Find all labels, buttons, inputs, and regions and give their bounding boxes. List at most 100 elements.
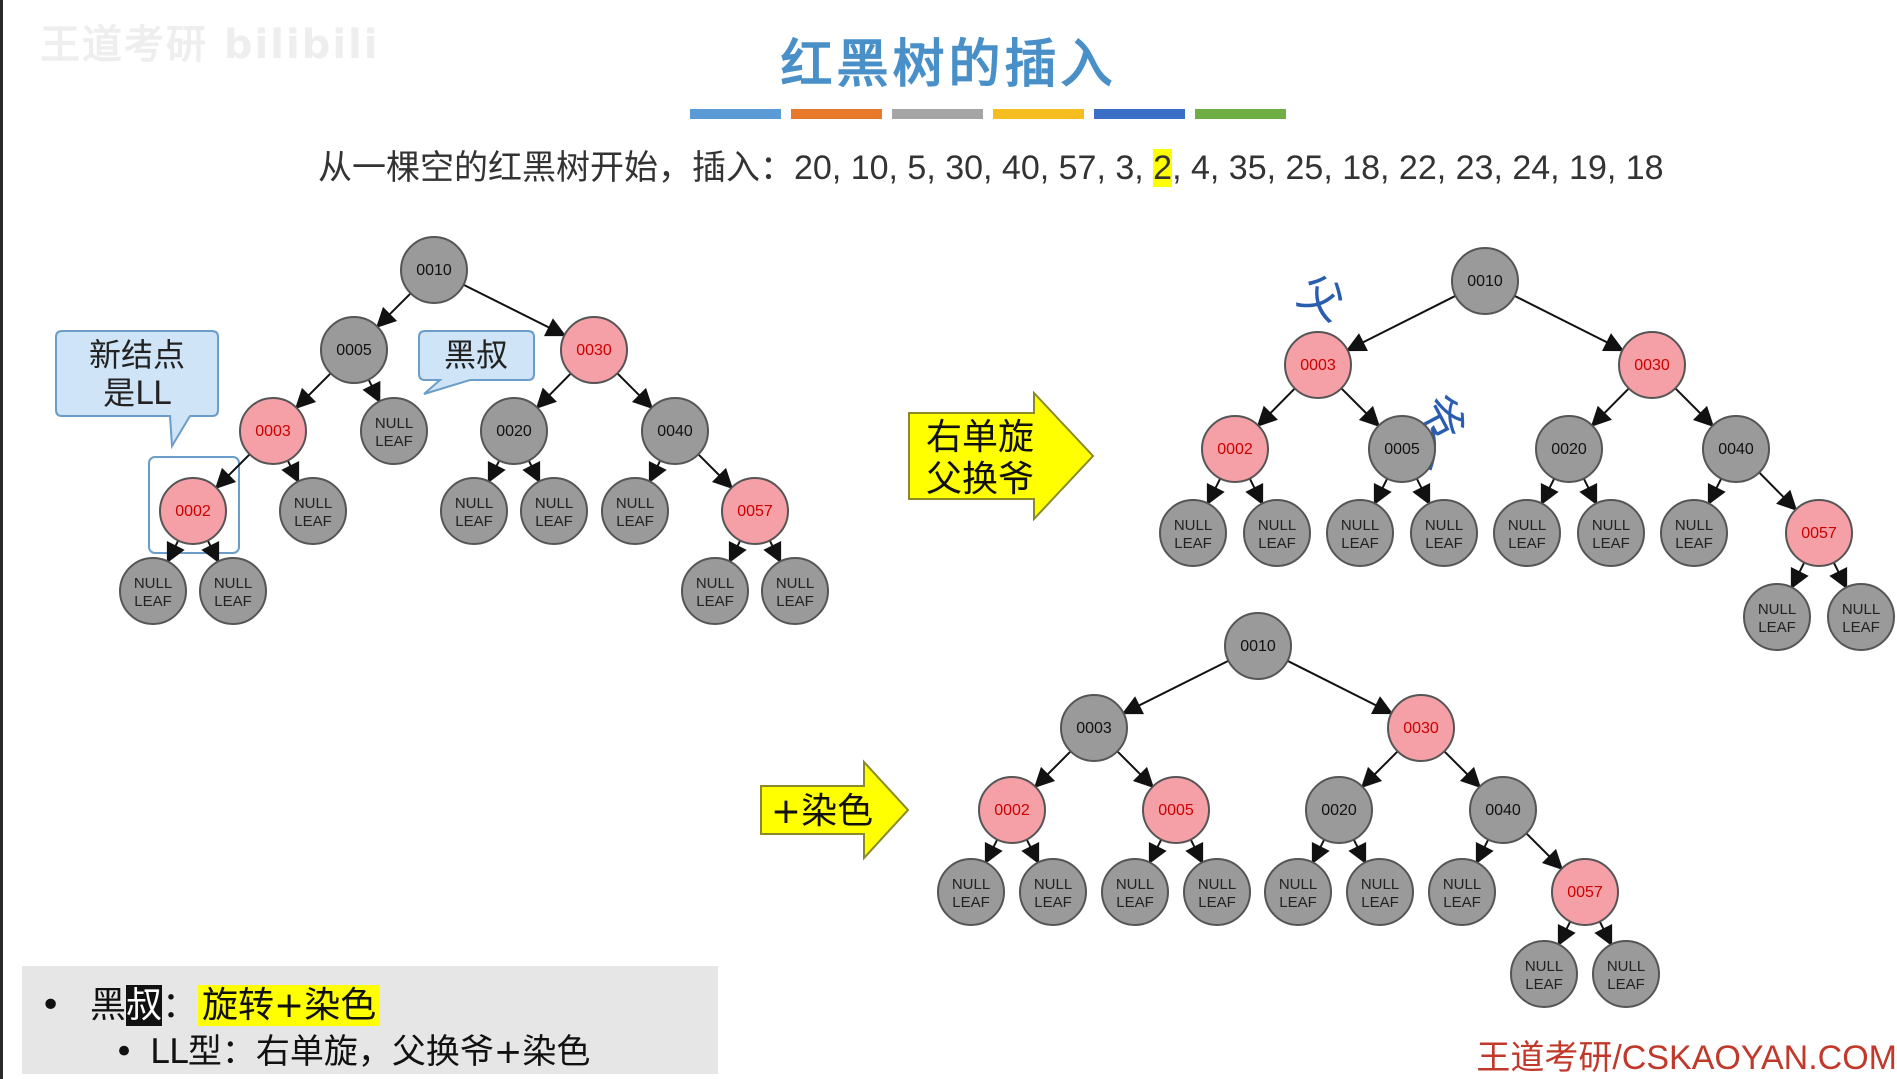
after_rotation-nil-label-bottom-0057-l: LEAF [1758,619,1796,636]
after_recolor-node-0005 [1142,776,1210,844]
after_rotation-edge-0010-l [1345,294,1456,352]
color-bar-2 [791,109,882,119]
footer-brand: 王道考研/CSKAOYAN.COM [1476,1039,1897,1077]
arrow-recolor-text: +染色 [771,791,873,832]
after_recolor-nil-label-bottom-0020-r: LEAF [1361,894,1399,911]
before-nil-label-top-0002-l: NULL [134,575,172,592]
handwritten-parent-annotation: 父 [1290,266,1353,332]
before-nil-leaf-0020-l [440,477,508,545]
before-nil-label-top-0020-r: NULL [535,495,573,512]
arrow-rotate-line1: 右单旋 [926,417,1034,458]
after_recolor-nil-label-bottom-0020-l: LEAF [1279,894,1317,911]
after_recolor-nil-label-top-0020-l: NULL [1279,876,1317,893]
after_recolor-nil-label-top-0040-l: NULL [1443,876,1481,893]
sequence-label: 从一棵空的红黑树开始，插入： [318,148,794,188]
after_recolor-nil-label-top-0005-l: NULL [1116,876,1154,893]
before-edge-0010-r [463,283,567,337]
after_recolor-node-0010 [1224,612,1292,680]
before-nil-label-top-0057-l: NULL [696,575,734,592]
after_rotation-edge-0040-l [1707,478,1726,506]
after_rotation-nil-leaf-0020-l [1493,499,1561,567]
before-nil-label-bottom-0002-l: LEAF [134,593,172,610]
callout-black-uncle: 黑叔 [418,330,535,395]
summary-line1: •黑叔：旋转+染色 [40,976,381,1028]
after_recolor-nil-leaf-0002-l [937,858,1005,926]
callout-new-node-line1: 新结点 [89,336,185,374]
before-nil-leaf-0057-r [761,557,829,625]
after_recolor-nil-label-bottom-0002-r: LEAF [1034,894,1072,911]
before-edge-0030-l [535,372,572,409]
after_recolor-nil-leaf-0057-l [1510,940,1578,1008]
after_recolor-edge-0010-r [1287,659,1394,715]
before-node-label-0030: 0030 [576,342,612,359]
summary-box: •黑叔：旋转+染色 •LL型：右单旋，父换爷+染色 [22,966,718,1074]
before-edge-0057-l [728,540,747,564]
after_recolor-edge-0003-l [1033,750,1072,789]
before-nil-label-bottom-0005-r: LEAF [375,433,413,450]
after_recolor-nil-leaf-0020-l [1264,858,1332,926]
before-nil-label-bottom-0003-r: LEAF [294,513,332,530]
after_rotation-node-0040 [1702,415,1770,483]
after_recolor-nil-label-top-0005-r: NULL [1198,876,1236,893]
after_rotation-nil-label-bottom-0002-l: LEAF [1174,535,1212,552]
after_rotation-nil-label-bottom-0005-r: LEAF [1425,535,1463,552]
after_recolor-nil-leaf-0002-r [1019,858,1087,926]
after_recolor-edge-0002-r [1021,839,1040,865]
sequence-before: 20, 10, 5, 30, 40, 57, 3, [794,149,1154,187]
before-node-0002 [159,477,227,545]
after_recolor-node-0057 [1551,858,1619,926]
after_rotation-edge-0030-r [1674,387,1715,428]
before-edge-0057-r [763,540,782,564]
summary-line2: •LL型：右单旋，父换爷+染色 [114,1024,590,1073]
after_rotation-nil-label-top-0005-l: NULL [1341,517,1379,534]
after_rotation-edge-0057-r [1829,562,1848,590]
callout-new-node: 新结点 是LL [55,330,219,450]
after_rotation-edge-0030-l [1590,387,1630,427]
before-nil-label-bottom-0057-r: LEAF [776,593,814,610]
summary-colon: ： [162,985,199,1026]
after_recolor-nil-label-bottom-0005-l: LEAF [1116,894,1154,911]
summary-rule: 旋转+染色 [198,985,381,1026]
before-nil-leaf-0020-r [520,477,588,545]
before-edge-0003-r [281,460,300,484]
after_rotation-nil-label-bottom-0057-r: LEAF [1842,619,1880,636]
after_recolor-edge-0002-l [984,839,1003,865]
after_recolor-node-0002 [978,776,1046,844]
after_recolor-nil-label-top-0020-r: NULL [1361,876,1399,893]
after_recolor-nil-label-bottom-0005-r: LEAF [1198,894,1236,911]
after_recolor-nil-label-top-0002-r: NULL [1034,876,1072,893]
after_recolor-node-0040 [1469,776,1537,844]
after_rotation-nil-label-top-0057-r: NULL [1842,601,1880,618]
after_recolor-edge-0040-l [1475,839,1494,865]
before-node-label-0002: 0002 [175,503,211,520]
summary-uncle: 叔 [126,985,163,1026]
after_rotation-edge-0057-l [1790,562,1809,590]
after_recolor-edge-0003-r [1116,750,1155,789]
after_recolor-edge-0020-l [1311,839,1330,865]
sequence-current: 2 [1153,149,1173,187]
after_rotation-node-0030 [1618,331,1686,399]
arrow-rotate: 右单旋 父换爷 [908,390,1095,522]
after_recolor-edge-0057-l [1557,921,1576,947]
new-node-frame [148,456,240,554]
after_rotation-nil-leaf-0002-r [1243,499,1311,567]
summary-black-prefix: 黑 [90,985,127,1026]
after_rotation-node-0003 [1284,331,1352,399]
page-title: 红黑树的插入 [780,35,1117,95]
after_rotation-nil-label-bottom-0005-l: LEAF [1341,535,1379,552]
after_recolor-nil-label-bottom-0040-l: LEAF [1443,894,1481,911]
before-edge-0030-r [616,372,654,410]
before-nil-leaf-0040-l [601,477,669,545]
before-edge-0010-l [375,292,412,329]
after_recolor-nil-label-bottom-0057-r: LEAF [1607,976,1645,993]
after_recolor-node-0020 [1305,776,1373,844]
before-nil-label-bottom-0020-l: LEAF [455,513,493,530]
after_recolor-edge-0005-l [1148,839,1167,865]
before-node-label-0020: 0020 [496,423,532,440]
after_recolor-nil-label-bottom-0057-l: LEAF [1525,976,1563,993]
after_rotation-nil-label-top-0020-r: NULL [1592,517,1630,534]
after_rotation-node-label-0057: 0057 [1801,525,1837,542]
after_rotation-nil-label-top-0020-l: NULL [1508,517,1546,534]
before-node-label-0040: 0040 [657,423,693,440]
